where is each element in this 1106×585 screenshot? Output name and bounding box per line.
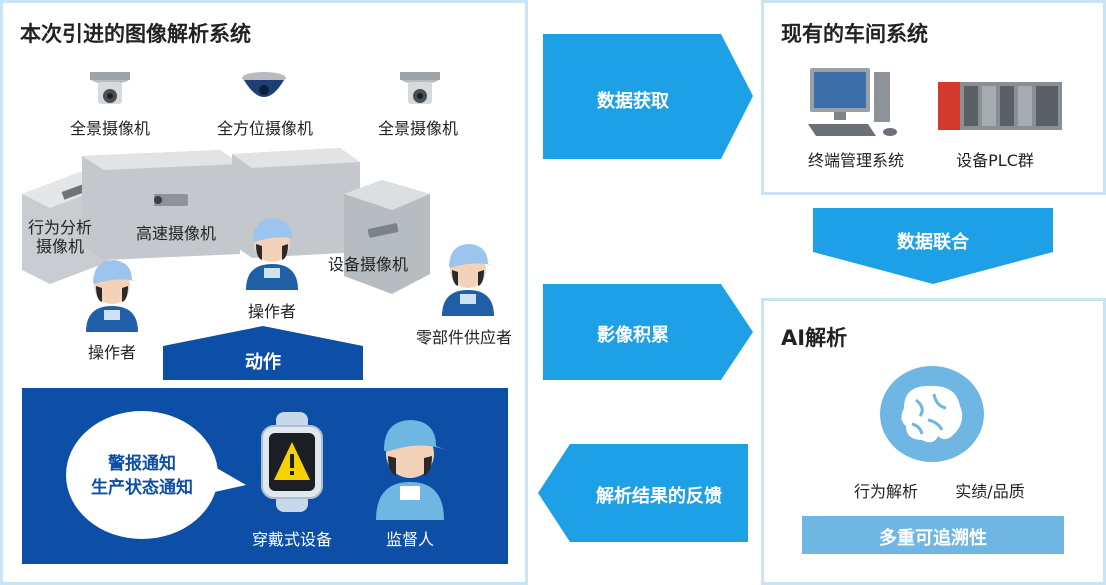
workshop-system-title: 现有的车间系统 bbox=[781, 22, 928, 46]
operator-center-icon bbox=[246, 218, 298, 290]
omnidirectional-camera-icon bbox=[242, 72, 286, 97]
terminal-label: 终端管理系统 bbox=[807, 151, 904, 170]
behavior-analysis-label: 行为解析 bbox=[853, 482, 918, 501]
camera-label-2: 全方位摄像机 bbox=[216, 119, 313, 138]
performance-quality-label: 实绩/品质 bbox=[955, 482, 1025, 501]
supplier-icon bbox=[442, 244, 494, 316]
behavior-camera-label-text: 行为分析 摄像机 bbox=[27, 218, 92, 256]
operator-left-label: 操作者 bbox=[87, 343, 136, 362]
highspeed-camera-label: 高速摄像机 bbox=[135, 224, 216, 243]
supervisor-label: 监督人 bbox=[385, 530, 434, 549]
equipment-camera-label: 设备摄像机 bbox=[327, 255, 408, 274]
camera-label-1: 全景摄像机 bbox=[69, 119, 150, 138]
panoramic-camera-2-icon bbox=[400, 72, 440, 104]
supplier-label: 零部件供应者 bbox=[415, 328, 512, 347]
image-accumulation-label: 影像积累 bbox=[597, 325, 669, 346]
data-integration-arrow bbox=[813, 208, 1053, 284]
smartwatch-icon bbox=[261, 412, 323, 512]
camera-label-3: 全景摄像机 bbox=[377, 119, 458, 138]
wearable-label: 穿戴式设备 bbox=[251, 530, 332, 549]
speech-bubble-icon bbox=[66, 411, 246, 539]
status-notice-text: 生产状态通知 bbox=[91, 478, 193, 498]
traceability-banner bbox=[802, 516, 1064, 554]
action-arrow bbox=[163, 326, 363, 380]
data-acquisition-arrow bbox=[543, 34, 753, 159]
brain-icon bbox=[880, 366, 984, 462]
alarm-notice-text: 警报通知 bbox=[108, 454, 176, 474]
feedback-label: 解析结果的反馈 bbox=[596, 486, 722, 507]
supervisor-icon bbox=[376, 420, 446, 520]
action-label: 动作 bbox=[245, 352, 281, 373]
data-integration-label: 数据联合 bbox=[897, 232, 969, 253]
traceability-label: 多重可追溯性 bbox=[879, 528, 987, 549]
feedback-arrow bbox=[538, 444, 748, 542]
operator-center-label: 操作者 bbox=[247, 302, 296, 321]
factory-machines-illustration bbox=[22, 148, 430, 294]
plc-rack-icon bbox=[938, 82, 1062, 130]
plc-label: 设备PLC群 bbox=[956, 151, 1034, 170]
panoramic-camera-1-icon bbox=[90, 72, 130, 104]
behavior-camera-label: 行为分析 摄像机 bbox=[18, 218, 102, 256]
image-accumulation-arrow bbox=[543, 284, 753, 380]
terminal-computer-icon bbox=[808, 68, 897, 136]
data-acquisition-label: 数据获取 bbox=[597, 91, 669, 112]
operator-left-icon bbox=[86, 260, 138, 332]
notification-text: 警报通知 生产状态通知 bbox=[66, 452, 218, 500]
ai-analysis-title: AI解析 bbox=[781, 326, 848, 350]
left-panel-title: 本次引进的图像解析系统 bbox=[20, 22, 251, 46]
